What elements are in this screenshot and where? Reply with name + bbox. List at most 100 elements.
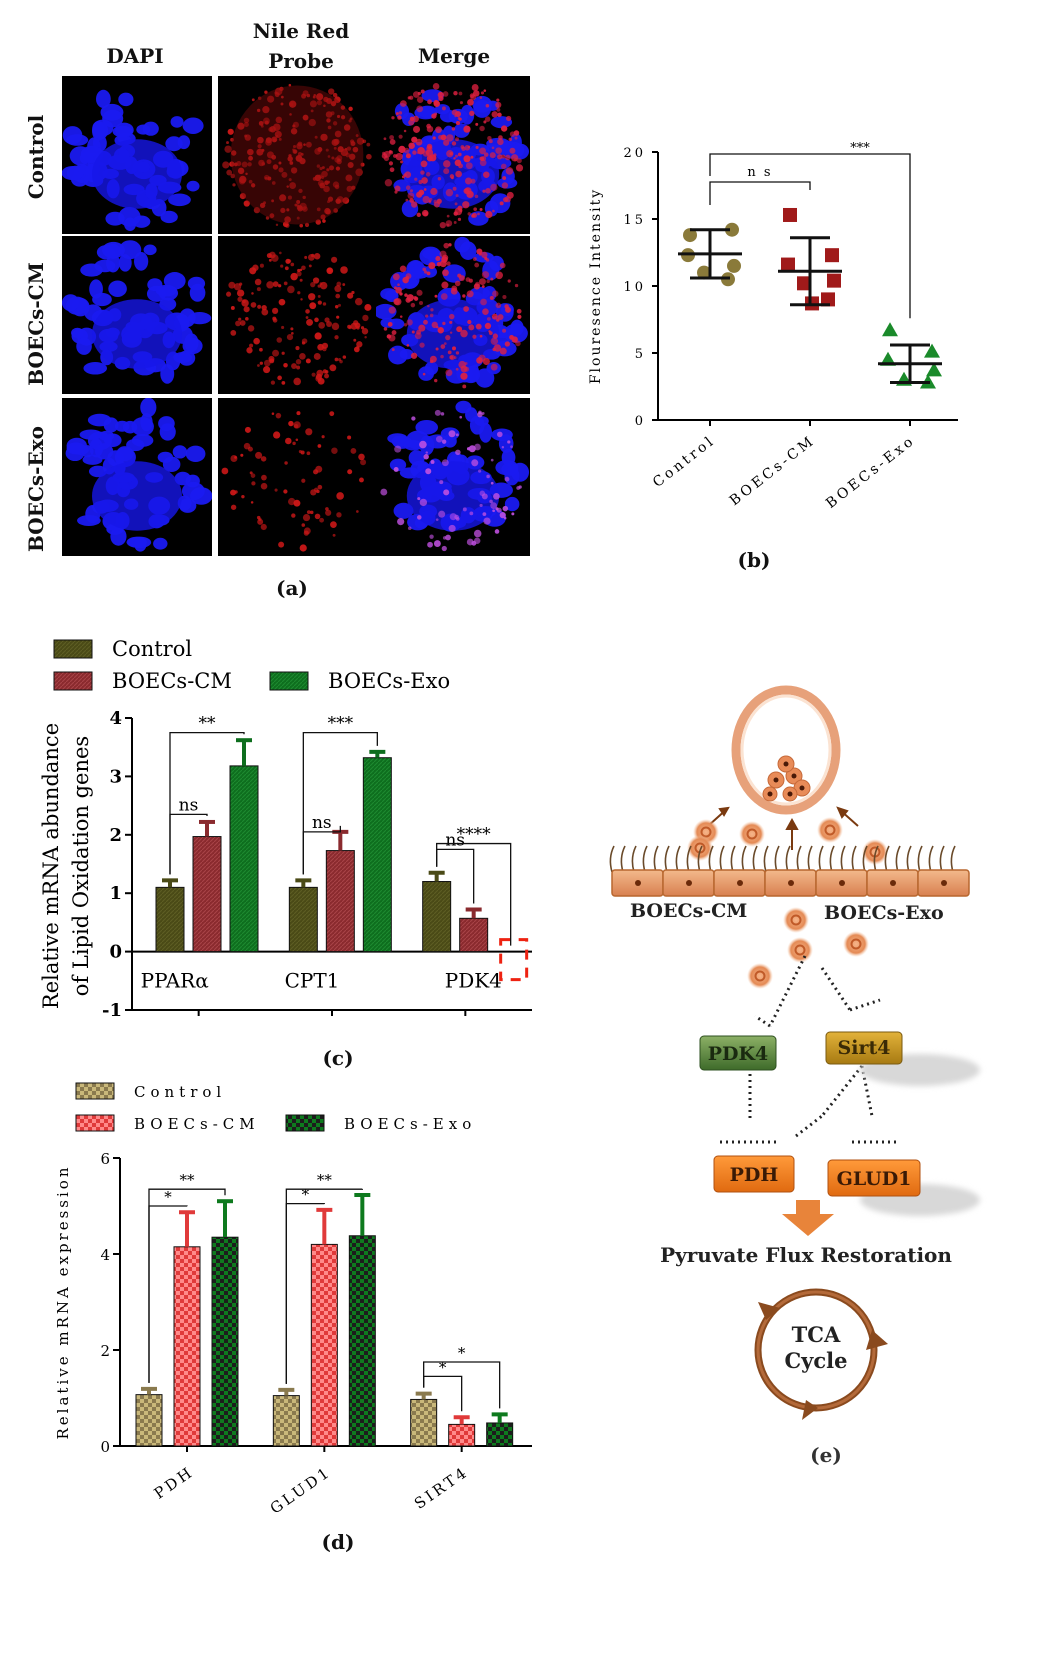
exosome-ring	[731, 685, 841, 815]
cilium	[675, 845, 681, 873]
col-header-merge: Merge	[417, 44, 491, 68]
sirt4-text: Sirt4	[838, 1037, 891, 1059]
cilium	[730, 845, 736, 873]
y-tick-label: -1	[102, 1000, 122, 1021]
panel-e-label: (e)	[810, 1443, 842, 1467]
sig-bracket	[302, 731, 378, 875]
legend-swatch	[53, 671, 93, 691]
box-pdk4: PDK4	[699, 1035, 777, 1071]
micro-image	[65, 398, 212, 552]
x-tick-label: Control	[650, 433, 718, 491]
pdk4-text: PDK4	[708, 1043, 769, 1065]
y-tick-label: 4	[109, 708, 122, 729]
bar	[459, 917, 489, 953]
vesicle-core	[746, 828, 758, 840]
data-point	[924, 343, 940, 358]
micro-tile	[376, 236, 530, 394]
y-tick-label: 20	[623, 146, 646, 161]
sig-bracket	[285, 1188, 363, 1384]
cilium	[851, 845, 857, 873]
micro-image	[222, 83, 372, 228]
sig-label: ***	[328, 714, 354, 734]
data-point	[727, 258, 741, 273]
cilium	[950, 845, 956, 873]
cilium	[719, 845, 725, 873]
sig-label: **	[317, 1171, 333, 1189]
bar	[192, 836, 222, 953]
panel-a-label: (a)	[276, 576, 308, 600]
data-point	[882, 322, 898, 337]
legend-label: BOECs-Exo	[328, 669, 450, 693]
legend-label: Control	[112, 637, 192, 661]
y-axis-label-1: Relative mRNA abundance	[39, 723, 63, 1009]
legend-label: BOECs-Exo	[344, 1115, 476, 1133]
cell-nucleus	[941, 880, 947, 886]
cell-nucleus	[635, 880, 641, 886]
cilium	[829, 845, 835, 873]
sig-bracket	[148, 1188, 226, 1383]
vesicle-core	[794, 944, 806, 956]
y-tick-label: 2	[100, 1342, 110, 1360]
micro-image	[226, 251, 372, 386]
vesicle-glow	[817, 817, 843, 843]
pathway-diagram: BOECs-CM BOECs-Exo PDK4 Sirt4 PDH GLUD1 …	[609, 685, 980, 1467]
micro-image	[62, 89, 204, 231]
sig-label: **	[199, 714, 217, 734]
row-label-boecs-exo: BOECs-Exo	[24, 426, 48, 552]
cilium	[774, 845, 780, 873]
vesicle-core	[754, 970, 766, 982]
cilium	[741, 845, 747, 873]
panel-c-label: (c)	[322, 1046, 354, 1070]
legend-swatch	[75, 1114, 115, 1132]
pdh-text: PDH	[730, 1164, 779, 1186]
bar	[155, 886, 185, 953]
bar	[422, 881, 452, 953]
x-tick-label: CPT1	[285, 969, 340, 993]
x-tick-label: SIRT4	[411, 1463, 472, 1513]
data-point	[783, 207, 797, 222]
box-pdh: PDH	[713, 1155, 795, 1193]
cilium	[939, 845, 945, 873]
data-point	[821, 292, 835, 307]
cilium	[752, 845, 758, 873]
sig-label: ****	[457, 825, 492, 845]
x-tick-label: GLUD1	[267, 1463, 335, 1518]
tca-line2: Cycle	[784, 1348, 847, 1373]
vesicle-glow	[739, 821, 765, 847]
cell-nucleus	[839, 880, 845, 886]
cell-layer	[611, 869, 970, 897]
dotted-connectors	[720, 955, 896, 1144]
data-point	[725, 222, 739, 237]
legend-swatch	[269, 671, 309, 691]
sig-label: *	[439, 1358, 447, 1376]
legend-label: Control	[134, 1083, 226, 1101]
vesicle-core	[824, 824, 836, 836]
data-point	[926, 362, 942, 377]
bar	[272, 1395, 300, 1447]
cilium	[785, 845, 791, 873]
cell-nucleus	[737, 880, 743, 886]
vesicle-core	[790, 914, 802, 926]
cilium	[796, 845, 802, 873]
micro-tile	[218, 236, 376, 394]
panel-b-label: (b)	[737, 548, 771, 572]
sig-label: *	[458, 1344, 466, 1362]
bracket-label: ***	[850, 141, 870, 156]
bar	[325, 850, 355, 953]
box-sirt4: Sirt4	[825, 1031, 903, 1065]
vesicle-glow	[747, 963, 773, 989]
legend-label: BOECs-CM	[112, 669, 232, 693]
y-tick-label: 5	[635, 347, 646, 362]
cilium	[620, 845, 626, 873]
bracket-ns	[709, 181, 811, 205]
y-tick-label: 4	[100, 1246, 110, 1264]
y-tick-label: 6	[100, 1150, 110, 1168]
data-point	[825, 248, 839, 263]
sig-label: ns	[445, 830, 465, 850]
y-tick-label: 1	[109, 883, 122, 904]
legend-label: BOECs-CM	[134, 1115, 260, 1133]
micro-tile	[62, 398, 212, 556]
sig-label: **	[180, 1171, 196, 1189]
